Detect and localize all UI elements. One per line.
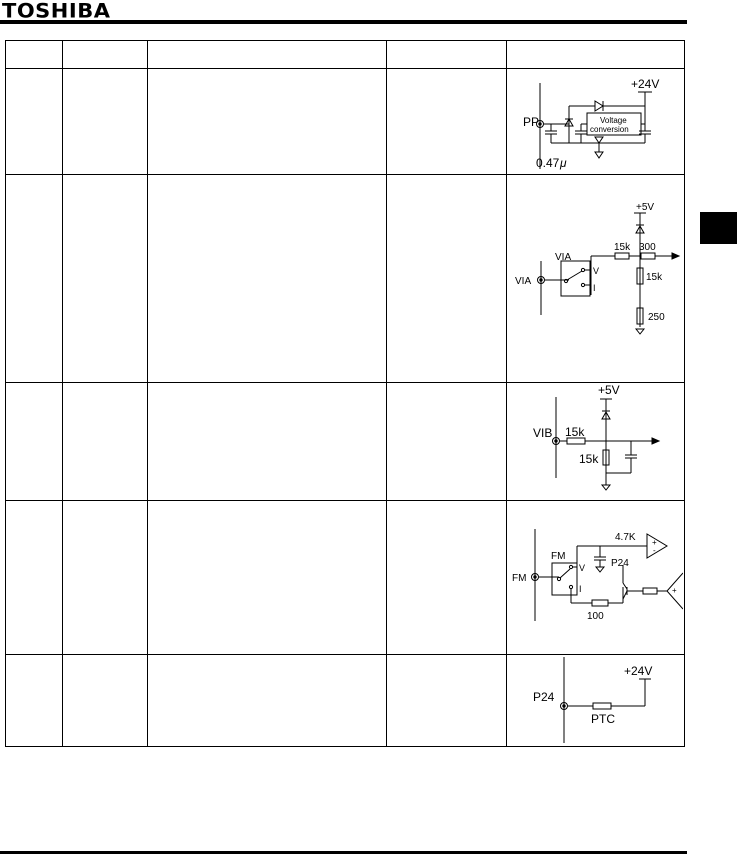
table-row: 4.7K FM FM V I P24 100 + - + bbox=[5, 500, 685, 655]
fm-terminal-label: FM bbox=[512, 573, 526, 584]
cell-spec bbox=[386, 500, 507, 655]
vib-r1-label: 15k bbox=[565, 425, 585, 439]
pp-capacitor-value: 0.47 bbox=[536, 156, 560, 170]
terminal-spec-table: PP +24V Voltage conversion 0.47 μ bbox=[5, 40, 685, 747]
cell-circuit: 4.7K FM FM V I P24 100 + - + bbox=[506, 500, 685, 655]
cell-circuit: PP +24V Voltage conversion 0.47 μ bbox=[506, 68, 685, 175]
cell-io bbox=[62, 174, 148, 383]
via-r3-label: 15k bbox=[646, 272, 663, 283]
footer-rule bbox=[0, 851, 687, 854]
cell-function bbox=[147, 174, 387, 383]
pp-box-label-2: conversion bbox=[590, 125, 629, 134]
fm-pos-i: I bbox=[579, 584, 582, 594]
cell-circuit: +5V 15k 15k VIB bbox=[506, 382, 685, 501]
fm-pos-v: V bbox=[579, 563, 585, 573]
table-row: +5V 15k 15k VIB bbox=[5, 382, 685, 501]
cell-io bbox=[62, 382, 148, 501]
table-row: +5V 15k 300 15k 250 VIA VIA V I bbox=[5, 174, 685, 383]
cell-io bbox=[62, 500, 148, 655]
table-header-row bbox=[5, 40, 685, 69]
section-tab-marker bbox=[700, 212, 737, 244]
header-cell-input-output bbox=[62, 40, 148, 69]
via-r4-label: 250 bbox=[648, 312, 665, 323]
cell-io bbox=[62, 654, 148, 747]
cell-circuit: P24 +24V PTC bbox=[506, 654, 685, 747]
fm-p24-label: P24 bbox=[611, 558, 629, 569]
cell-function bbox=[147, 68, 387, 175]
pp-capacitor-unit: μ bbox=[559, 156, 567, 170]
toshiba-logo: TOSHIBA bbox=[2, 0, 111, 23]
cell-terminal bbox=[5, 500, 63, 655]
fm-r1-label: 4.7K bbox=[615, 532, 636, 543]
p24-ptc-label: PTC bbox=[591, 712, 615, 726]
cell-spec bbox=[386, 654, 507, 747]
vib-terminal-label: VIB bbox=[533, 426, 552, 440]
header-cell-electrical-spec bbox=[386, 40, 507, 69]
cell-spec bbox=[386, 68, 507, 175]
via-switch-label: VIA bbox=[555, 252, 571, 263]
cell-spec bbox=[386, 174, 507, 383]
pp-supply-label: +24V bbox=[631, 77, 659, 91]
fm-circuit-diagram: 4.7K FM FM V I P24 100 + - + bbox=[512, 529, 683, 622]
table-row: P24 +24V PTC bbox=[5, 654, 685, 747]
vib-circuit-diagram: +5V 15k 15k VIB bbox=[533, 383, 661, 491]
via-supply-label: +5V bbox=[636, 202, 654, 213]
via-r1-label: 15k bbox=[614, 242, 631, 253]
cell-terminal bbox=[5, 382, 63, 501]
cell-circuit: +5V 15k 300 15k 250 VIA VIA V I bbox=[506, 174, 685, 383]
cell-terminal bbox=[5, 654, 63, 747]
cell-io bbox=[62, 68, 148, 175]
table-row: PP +24V Voltage conversion 0.47 μ bbox=[5, 68, 685, 175]
cell-function bbox=[147, 654, 387, 747]
cell-spec bbox=[386, 382, 507, 501]
header-cell-function bbox=[147, 40, 387, 69]
header-cell-terminal-symbol bbox=[5, 40, 63, 69]
vib-supply-label: +5V bbox=[598, 383, 620, 397]
fm-amp-plus: + bbox=[652, 538, 657, 547]
header-cell-circuit bbox=[506, 40, 685, 69]
fm-switch-label: FM bbox=[551, 551, 565, 562]
cell-function bbox=[147, 500, 387, 655]
cell-terminal bbox=[5, 68, 63, 175]
via-pos-i: I bbox=[593, 283, 596, 293]
fm-amp-minus: - bbox=[653, 546, 656, 555]
via-pos-v: V bbox=[593, 266, 599, 276]
via-r2-label: 300 bbox=[639, 242, 656, 253]
cell-function bbox=[147, 382, 387, 501]
pp-box-label-1: Voltage bbox=[600, 116, 627, 125]
fm-amp2-plus: + bbox=[672, 586, 677, 595]
p24-supply-label: +24V bbox=[624, 664, 652, 678]
pp-terminal-label: PP bbox=[523, 115, 539, 129]
header-rule bbox=[0, 20, 687, 24]
via-circuit-diagram: +5V 15k 300 15k 250 VIA VIA V I bbox=[515, 202, 681, 335]
pp-circuit-diagram: PP +24V Voltage conversion 0.47 μ bbox=[523, 77, 659, 170]
fm-r2-label: 100 bbox=[587, 611, 604, 622]
via-terminal-label: VIA bbox=[515, 276, 531, 287]
vib-r2-label: 15k bbox=[579, 452, 599, 466]
p24-circuit-diagram: P24 +24V PTC bbox=[533, 657, 652, 743]
cell-terminal bbox=[5, 174, 63, 383]
p24-terminal-label: P24 bbox=[533, 690, 555, 704]
